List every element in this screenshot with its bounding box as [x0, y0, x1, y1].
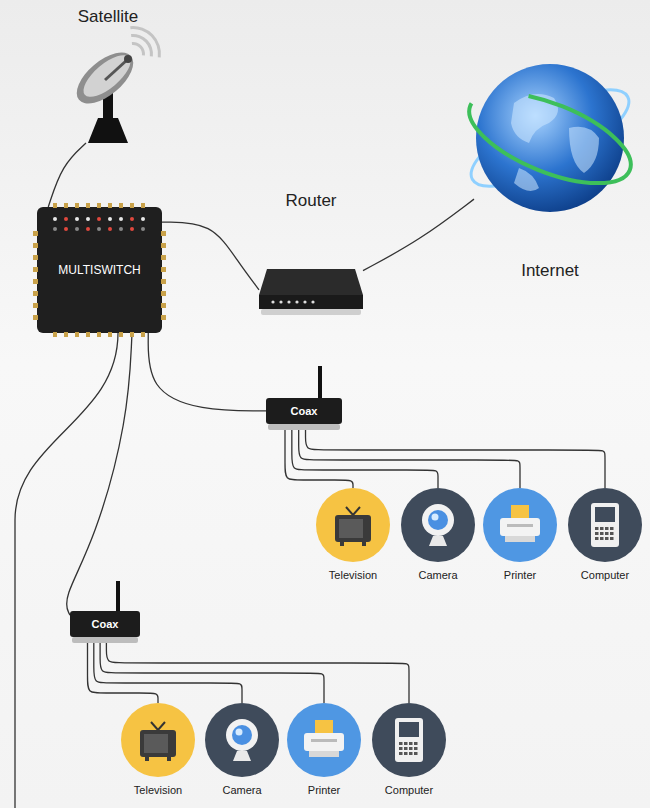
globe-drawing [474, 58, 626, 218]
node-label: Printer [308, 783, 340, 797]
cable [48, 143, 86, 207]
node-label: Coax [70, 617, 140, 631]
node-label: Satellite [78, 6, 138, 28]
node-label: Coax [266, 404, 342, 418]
device-circle [121, 703, 195, 777]
cable [292, 430, 438, 488]
device-icon: Camera [202, 703, 282, 797]
cable [106, 643, 409, 703]
coax-hub: Coax [70, 581, 140, 643]
cable [148, 333, 266, 411]
device-icon: Computer [565, 488, 645, 582]
router-device: Router [259, 190, 363, 318]
node-label: Television [134, 783, 182, 797]
node-label: Computer [385, 783, 433, 797]
router-drawing [259, 212, 363, 318]
node-label: MULTISWITCH [37, 262, 162, 278]
coax-hub: Coax [266, 366, 342, 430]
cable [306, 430, 605, 488]
device-circle [372, 703, 446, 777]
node-label: Computer [581, 568, 629, 582]
spare-cable [15, 333, 118, 808]
cable [299, 430, 520, 488]
device-circle [287, 703, 361, 777]
coax-drawing [70, 581, 140, 643]
cable [162, 222, 259, 290]
device-icon: Television [313, 488, 393, 582]
device-circle [483, 488, 557, 562]
node-label: Television [329, 568, 377, 582]
node-label: Camera [222, 783, 261, 797]
node-label: Camera [418, 568, 457, 582]
device-icon: Television [118, 703, 198, 797]
cable [363, 199, 474, 271]
cable [67, 333, 132, 615]
node-label: Router [285, 190, 336, 212]
cable [285, 430, 353, 488]
dish-drawing [53, 28, 163, 143]
satellite-dish: Satellite [53, 6, 163, 143]
internet-globe: Internet [474, 58, 626, 282]
device-icon: Camera [398, 488, 478, 582]
device-circle [401, 488, 475, 562]
device-icon: Computer [369, 703, 449, 797]
device-circle [316, 488, 390, 562]
device-icon: Printer [284, 703, 364, 797]
device-circle [205, 703, 279, 777]
node-label: Printer [504, 568, 536, 582]
node-label: Internet [521, 260, 579, 282]
cable [100, 643, 324, 703]
multiswitch-box: MULTISWITCH [37, 207, 162, 333]
device-circle [568, 488, 642, 562]
device-icon: Printer [480, 488, 560, 582]
coax-drawing [266, 366, 342, 430]
